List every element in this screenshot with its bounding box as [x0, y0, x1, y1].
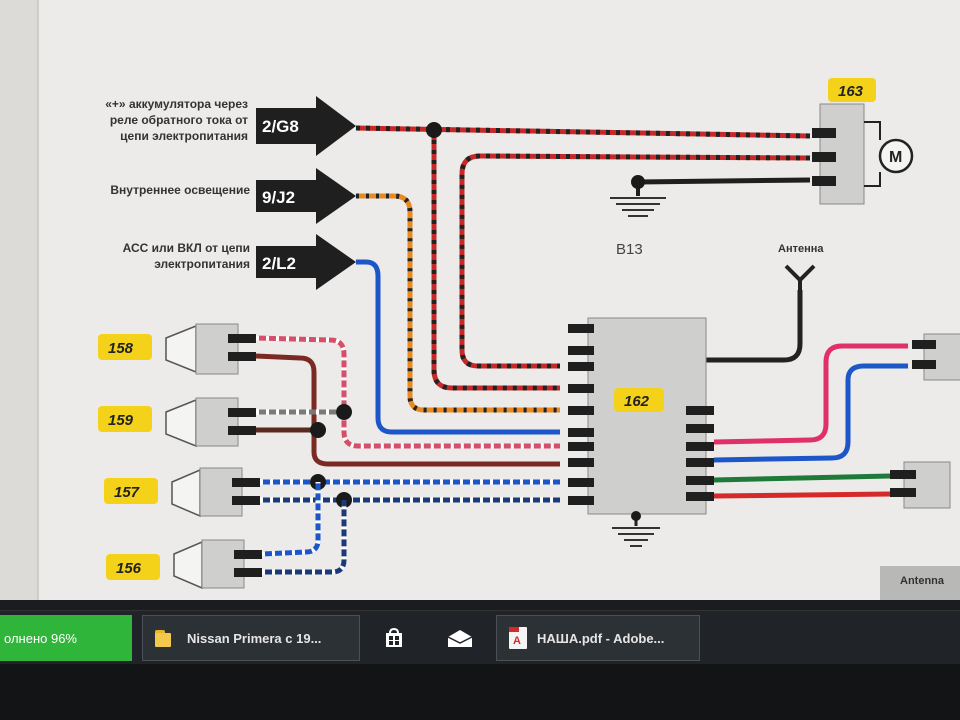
badge-163-label: 163 [838, 83, 864, 100]
wire-green-right-speaker [713, 473, 891, 483]
folder-icon [155, 628, 175, 648]
wire-156-dark-striped [262, 500, 347, 575]
taskbar-mail-button[interactable] [438, 615, 482, 661]
wire-pink-right-speaker [713, 343, 908, 445]
store-icon [386, 627, 402, 647]
speaker-159 [165, 397, 256, 448]
speaker-right-top [912, 333, 960, 381]
connector-9-j2-label: 9/J2 [262, 188, 295, 207]
component-162 [568, 317, 714, 515]
junction-dot-159-bottom [310, 422, 326, 438]
badge-157: 157 [104, 478, 158, 504]
speaker-157 [171, 467, 260, 518]
acc-label-line-2: электропитания [154, 257, 250, 271]
wire-red-black-battery [355, 125, 811, 139]
badge-158-label: 158 [108, 340, 134, 357]
component-163 [812, 103, 881, 205]
acc-label: АСС или ВКЛ от цепи электропитания [123, 241, 250, 271]
acc-label-line-1: АСС или ВКЛ от цепи [123, 241, 250, 255]
badge-158: 158 [98, 334, 152, 360]
wire-red-black-163-second [459, 153, 811, 369]
page-left-margin [0, 0, 38, 600]
wire-red-black-branch [431, 130, 560, 391]
taskbar-progress-item[interactable]: олнено 96% [0, 615, 132, 661]
badge-159-label: 159 [108, 412, 134, 429]
wire-blue-right-speaker [713, 363, 908, 463]
antenna-icon [784, 264, 816, 290]
wire-blue-acc [356, 259, 560, 435]
wire-red-right-speaker [713, 491, 891, 499]
antenna-label: Антенна [778, 243, 824, 255]
battery-label-line-2: реле обратного тока от [110, 113, 248, 127]
taskbar-explorer-button[interactable]: Nissan Primera с 19... [142, 615, 360, 661]
taskbar-pdf-button[interactable]: A НАША.pdf - Adobe... [496, 615, 700, 661]
speaker-156 [173, 539, 262, 590]
junction-dot-ground [631, 175, 645, 189]
corner-tab-label: Antenna [900, 575, 945, 587]
monitor-bezel [0, 664, 960, 720]
connector-2-l2: 2/L2 [256, 234, 356, 290]
pdf-icon: A [509, 627, 527, 649]
progress-text: олнено 96% [4, 630, 77, 646]
explorer-window-title: Nissan Primera с 19... [187, 630, 322, 646]
speaker-right-bottom [890, 461, 951, 509]
battery-label-line-3: цепи электропитания [120, 129, 248, 143]
pdf-document-view: «+» аккумулятора через реле обратного то… [0, 0, 960, 600]
wire-ground-163 [637, 177, 811, 185]
badge-156-label: 156 [116, 560, 142, 577]
motor-icon: M [878, 138, 914, 174]
badge-163: 163 [828, 78, 876, 102]
battery-label-line-1: «+» аккумулятора через [105, 97, 248, 111]
taskbar: олнено 96% Nissan Primera с 19... A НАША… [0, 610, 960, 665]
wire-orange-interior-light [356, 193, 560, 413]
wire-156-blue-striped [261, 482, 321, 557]
battery-label: «+» аккумулятора через реле обратного то… [105, 97, 248, 143]
badge-156: 156 [106, 554, 160, 580]
wire-158-red-white [255, 335, 560, 449]
connector-9-j2: 9/J2 [256, 168, 356, 224]
motor-label: M [889, 149, 902, 166]
badge-157-label: 157 [114, 484, 140, 501]
ground-symbol-b13 [610, 197, 666, 217]
connector-2-l2-label: 2/L2 [262, 254, 296, 273]
badge-162: 162 [614, 388, 664, 412]
mail-icon [447, 630, 473, 647]
wire-antenna [706, 290, 803, 363]
taskbar-store-button[interactable] [372, 615, 416, 661]
wiring-diagram: «+» аккумулятора через реле обратного то… [0, 0, 960, 600]
ground-symbol-162 [612, 511, 660, 547]
pdf-window-title: НАША.pdf - Adobe... [537, 630, 665, 646]
badge-159: 159 [98, 406, 152, 432]
junction-dot-159-top [336, 404, 352, 420]
badge-162-label: 162 [624, 393, 650, 410]
ground-label-b13: B13 [616, 241, 643, 258]
speaker-158 [165, 323, 256, 375]
connector-2-g8: 2/G8 [256, 96, 356, 156]
interior-light-label: Внутреннее освещение [110, 183, 250, 197]
junction-dot-top [426, 122, 442, 138]
connector-2-g8-label: 2/G8 [262, 117, 299, 136]
pdf-icon-letter: A [513, 635, 521, 647]
corner-tab: Antenna [880, 566, 960, 600]
